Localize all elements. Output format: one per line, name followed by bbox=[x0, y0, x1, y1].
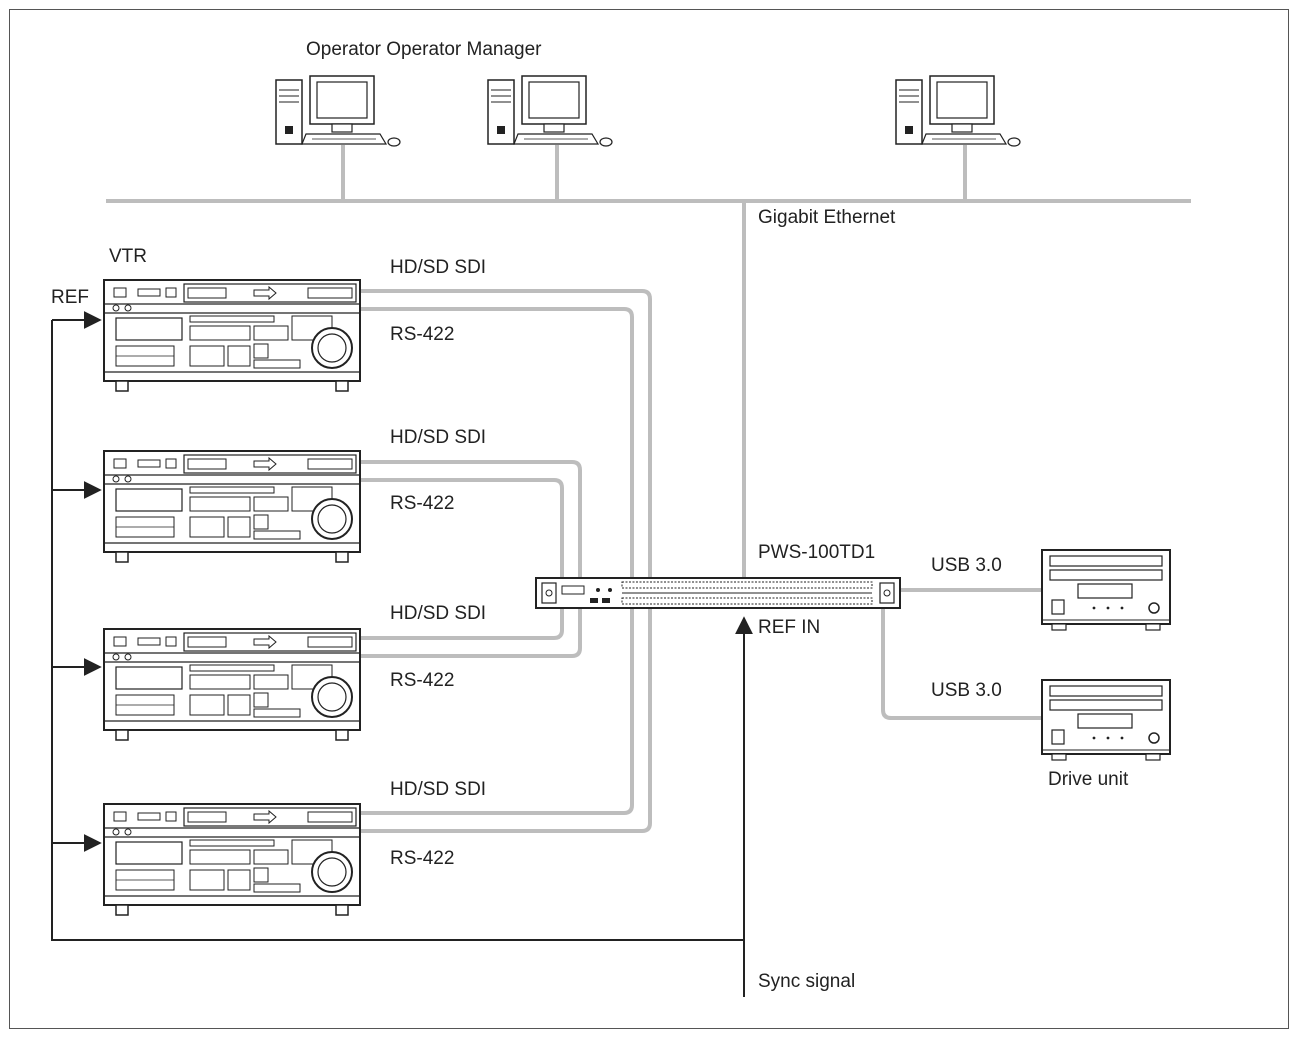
manager-computer bbox=[895, 75, 1021, 147]
usb-label-2: USB 3.0 bbox=[931, 680, 1002, 701]
usb-label-1: USB 3.0 bbox=[931, 555, 1002, 576]
drive-unit-label: Drive unit bbox=[1048, 769, 1129, 790]
rs422-label-1: RS-422 bbox=[390, 324, 455, 345]
rs422-label-2: RS-422 bbox=[390, 493, 455, 514]
ref-in-label: REF IN bbox=[758, 617, 821, 638]
vtr-deck-2 bbox=[103, 450, 361, 563]
vtr-deck-1 bbox=[103, 279, 361, 392]
rs422-label-4: RS-422 bbox=[390, 848, 455, 869]
drive-unit-1 bbox=[1041, 549, 1171, 631]
network-lines bbox=[106, 145, 1191, 578]
sync-lines bbox=[51, 311, 753, 997]
computers-label: Operator Operator Manager bbox=[306, 39, 542, 60]
drive-unit-2 bbox=[1041, 679, 1171, 761]
vtr-label: VTR bbox=[109, 246, 147, 267]
sdi-label-4: HD/SD SDI bbox=[390, 779, 487, 800]
ref-label: REF bbox=[51, 287, 89, 308]
sdi-label-2: HD/SD SDI bbox=[390, 427, 487, 448]
sync-signal-label: Sync signal bbox=[758, 971, 856, 992]
sdi-label-3: HD/SD SDI bbox=[390, 603, 487, 624]
network-label: Gigabit Ethernet bbox=[758, 207, 896, 228]
signal-cables bbox=[354, 289, 1046, 833]
vtr-deck-3 bbox=[103, 628, 361, 741]
vtr-deck-4 bbox=[103, 803, 361, 916]
pws-100td1-unit bbox=[535, 577, 901, 609]
diagram-frame bbox=[9, 9, 1289, 1029]
rs422-label-3: RS-422 bbox=[390, 670, 455, 691]
recorder-label: PWS-100TD1 bbox=[758, 542, 876, 563]
sdi-label-1: HD/SD SDI bbox=[390, 257, 487, 278]
operator-computer-2 bbox=[487, 75, 613, 147]
operator-computer-1 bbox=[275, 75, 401, 147]
